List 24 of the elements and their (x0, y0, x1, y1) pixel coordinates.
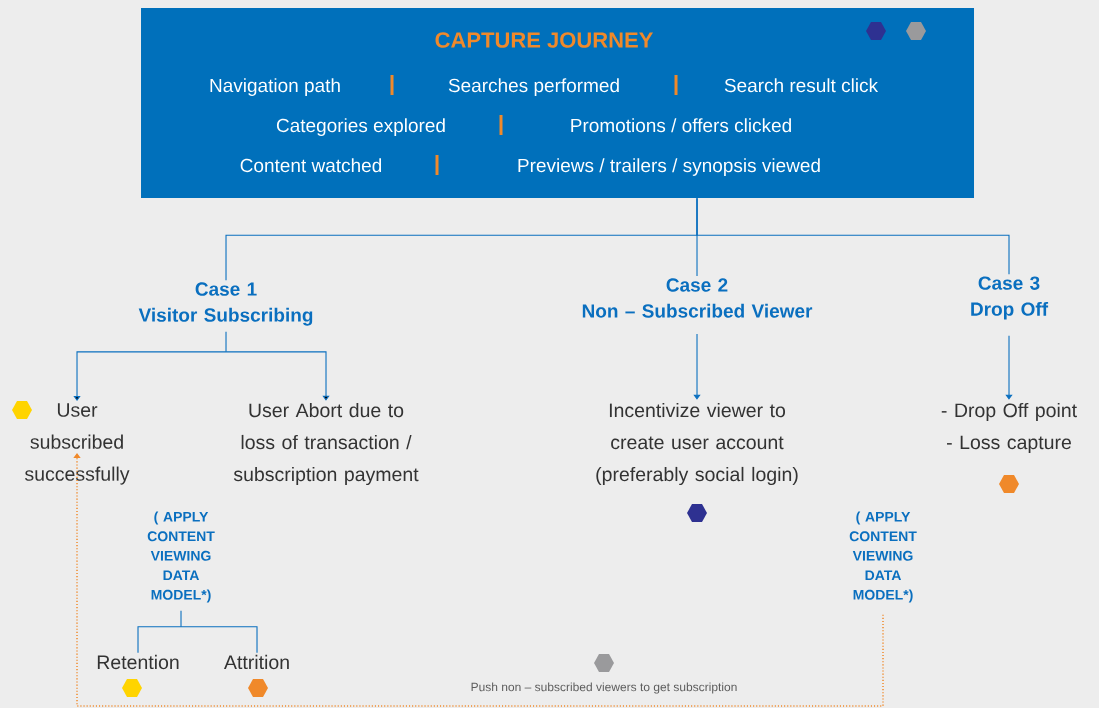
outcome-text: Attrition (224, 654, 289, 670)
model-note: ( APPLY CONTENT VIEWING DATA MODEL*) (147, 511, 215, 603)
journey-item: Navigation path (210, 78, 340, 96)
case-heading: Case 3 Drop Off (971, 276, 1049, 320)
journey-item: Search result click (724, 78, 879, 93)
journey-item: Previews / trailers / synopsis viewed (518, 158, 820, 176)
connector-line (137, 610, 258, 654)
arrow (693, 333, 701, 400)
outcome-text: Incentivize viewer to create user account (preferably social login) (596, 402, 798, 486)
case-heading: Case 1 Visitor Subscribing (138, 282, 313, 326)
outcome-text: User subscribed successfully (25, 403, 130, 485)
journey-item: Content watched (240, 158, 382, 173)
arrow (1005, 335, 1013, 400)
outcome-text: User Abort due to loss of transaction / subscription payment (233, 402, 419, 486)
journey-item: Promotions / offers clicked (571, 118, 791, 133)
outcome-text: Retention (97, 654, 179, 670)
journey-item: Categories explored (276, 118, 445, 136)
connector-line (696, 197, 1010, 275)
outcome-text: - Drop Off point - Loss capture (941, 402, 1077, 454)
case-heading: Case 2 Non – Subscribed Viewer (582, 278, 813, 318)
journey-item: Searches performed (448, 78, 619, 96)
edge-label: Push non – subscribed viewers to get subscription (469, 681, 739, 695)
model-note: ( APPLY CONTENT VIEWING DATA MODEL*) (849, 511, 917, 603)
journey-title: CAPTURE JOURNEY (435, 32, 653, 48)
